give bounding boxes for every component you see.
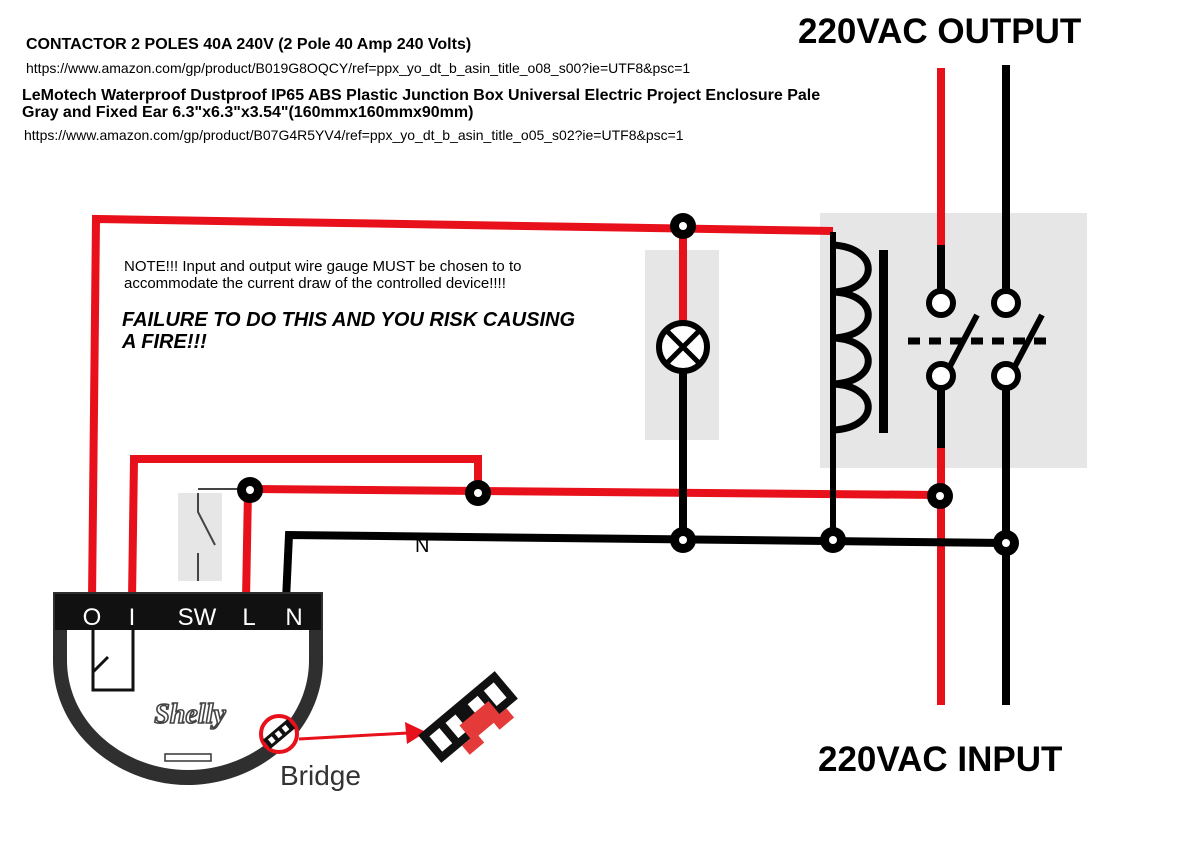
shelly-logo: Shelly (154, 699, 226, 730)
product2-url[interactable]: https://www.amazon.com/gp/product/B07G4R… (24, 127, 684, 143)
relay-icon (91, 630, 135, 692)
terminal-sw: SW (178, 604, 217, 631)
shelly-device: O I SW L N Shelly (53, 592, 323, 785)
contact-blade (946, 313, 980, 370)
arrow-head-icon (405, 722, 426, 744)
fire-warning: FAILURE TO DO THIS AND YOU RISK CAUSING … (122, 309, 575, 353)
warning-line1: FAILURE TO DO THIS AND YOU RISK CAUSING (122, 309, 575, 331)
product2-title-line1: LeMotech Waterproof Dustproof IP65 ABS P… (22, 87, 821, 104)
contact-terminal (926, 361, 956, 391)
product2-title-line2: Gray and Fixed Ear 6.3"x6.3"x3.54"(160mm… (22, 104, 474, 121)
contact-terminal (991, 288, 1021, 318)
neutral-label: N (415, 535, 429, 557)
terminal-labels: O I SW L N (83, 604, 303, 631)
product2-title: LeMotech Waterproof Dustproof IP65 ABS P… (22, 87, 820, 121)
terminal-i: I (129, 604, 136, 631)
terminal-o: O (83, 604, 102, 631)
product1-url[interactable]: https://www.amazon.com/gp/product/B019G8… (26, 60, 691, 76)
coil-icon (832, 241, 872, 434)
lamp-icon (656, 320, 710, 374)
bridge-icon (418, 671, 518, 763)
input-wire (128, 455, 482, 601)
terminal-n: N (285, 604, 302, 631)
output-wire (88, 214, 834, 601)
shelly-face (67, 630, 309, 770)
contact-terminal (991, 361, 1021, 391)
warning-line2: A FIRE!!! (122, 331, 207, 353)
terminal-strip (55, 594, 321, 630)
coil-core (879, 250, 888, 433)
neutral-wire (282, 530, 1007, 601)
input-label: 220VAC INPUT (818, 740, 1063, 779)
product1-title: CONTACTOR 2 POLES 40A 240V (2 Pole 40 Am… (26, 36, 472, 53)
note-line1: NOTE!!! Input and output wire gauge MUST… (124, 258, 522, 275)
contact-terminal (926, 288, 956, 318)
switch-box (178, 493, 222, 581)
contact-blade (1011, 313, 1045, 370)
bridge-socket-icon (262, 719, 296, 749)
junction-node-centers (246, 222, 1010, 547)
bridge-label: Bridge (280, 760, 361, 791)
contactor-contacts (926, 288, 1021, 391)
vent-grille (164, 753, 212, 762)
bridge-arrow (298, 731, 409, 741)
output-label: 220VAC OUTPUT (798, 12, 1082, 51)
terminal-l: L (242, 604, 255, 631)
note-line2: accommodate the current draw of the cont… (124, 275, 506, 292)
wire-gauge-note: NOTE!!! Input and output wire gauge MUST… (124, 258, 521, 292)
